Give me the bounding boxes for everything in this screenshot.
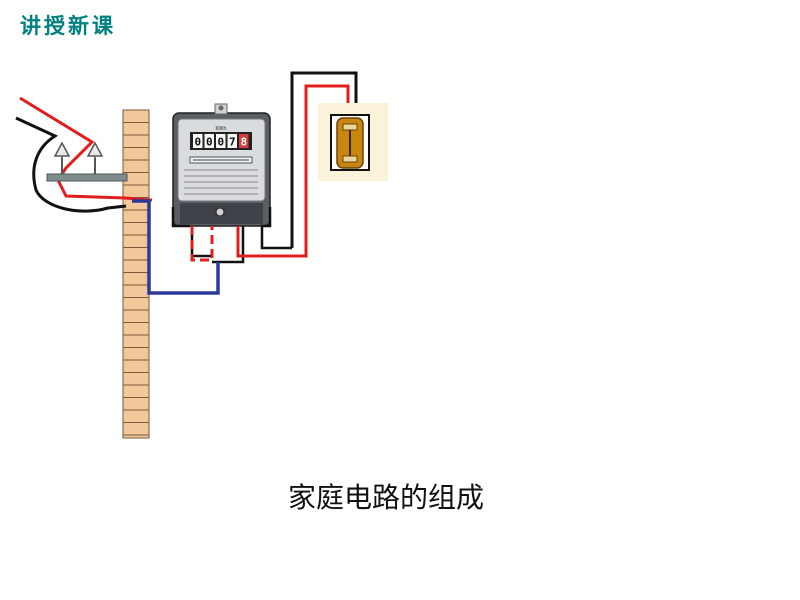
meter-digit: 7 [229, 136, 236, 149]
meter-wiring [150, 71, 358, 264]
red-wire-to-meter [190, 226, 214, 262]
meter-digit-cell [204, 134, 214, 148]
meter-digit-cell [227, 134, 237, 148]
pole-crossarm [46, 173, 128, 182]
blue-wire [132, 199, 220, 295]
red-wire-to-fuse [236, 84, 350, 258]
meter-digit: 0 [194, 136, 201, 149]
up-arrow-icon [86, 141, 104, 174]
meter-digit: 0 [217, 136, 224, 149]
meter-digit-cell [193, 134, 203, 148]
up-arrow-icon [53, 141, 71, 174]
meter-digit: 0 [206, 136, 213, 149]
black-wire-to-fuse [290, 71, 358, 248]
meter-digit-cell [239, 134, 249, 148]
meter-digit: 8 [240, 136, 247, 149]
meter-digit-cell [216, 134, 226, 148]
diagram-caption: 家庭电路的组成 [287, 481, 484, 514]
slide-header-title: 讲授新课 [20, 14, 116, 38]
incoming-black-wire [15, 116, 127, 213]
brick-wall [122, 109, 150, 439]
fuse-box-icon [318, 103, 388, 181]
svg-text:KWh: KWh [215, 126, 226, 132]
